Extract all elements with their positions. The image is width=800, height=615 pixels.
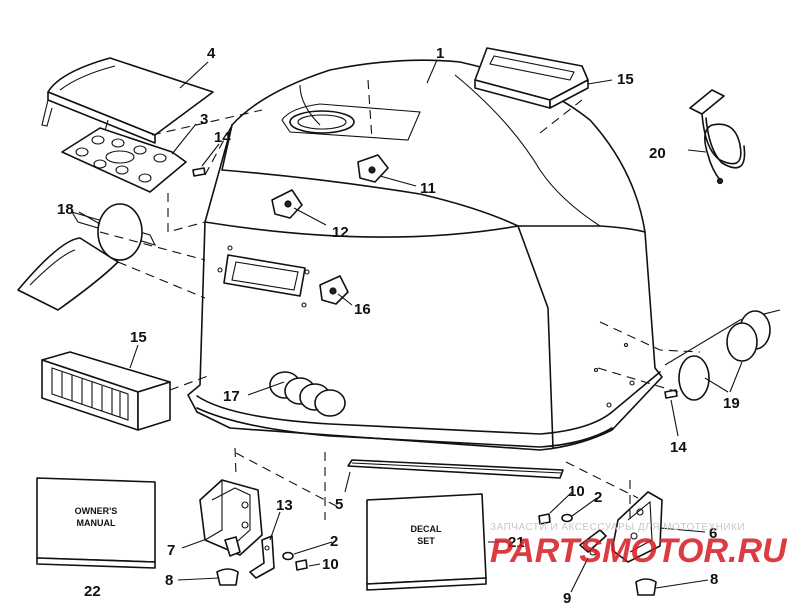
callout-17: 17 (223, 388, 240, 405)
callout-7: 7 (167, 542, 175, 559)
part-10-screw-right (538, 513, 551, 525)
callout-5: 5 (335, 496, 343, 513)
part-19-decal-discs (664, 309, 781, 401)
part-14-screw-left (192, 167, 206, 177)
callout-2-left: 2 (330, 533, 338, 550)
callout-3: 3 (200, 111, 208, 128)
part-10-screw-left (295, 559, 308, 571)
owners-manual-box: OWNER'S MANUAL (36, 477, 156, 569)
part-8-grommet-right (635, 578, 657, 596)
leader-lines (78, 59, 743, 593)
part-4-cover-plate (41, 57, 214, 144)
part-15-lower-vent (41, 351, 171, 431)
callout-10-right: 10 (568, 483, 585, 500)
callout-18: 18 (57, 201, 74, 218)
callout-22: 22 (84, 583, 101, 600)
callout-20: 20 (649, 145, 666, 162)
callout-14-lower: 14 (670, 439, 687, 456)
callout-16: 16 (354, 301, 371, 318)
part-17-disc-decals (269, 371, 346, 417)
callout-13: 13 (276, 497, 293, 514)
engine-cover (187, 59, 663, 451)
callout-19: 19 (723, 395, 740, 412)
watermark-caption: ЗАПЧАСТИ И АКСЕССУАРЫ ДЛЯ МОТОТЕХНИКИ (490, 522, 745, 533)
callout-4: 4 (207, 45, 216, 62)
callout-15-upper: 15 (617, 71, 634, 88)
part-7-bracket (199, 479, 263, 557)
owners-manual-label-line2: MANUAL (77, 518, 116, 528)
part-12-latch (271, 189, 303, 219)
callout-14-upper: 14 (214, 129, 231, 146)
callout-6: 6 (709, 525, 717, 542)
callout-8-left: 8 (165, 572, 173, 589)
part-15-upper-vent (474, 47, 589, 109)
callout-10-left: 10 (322, 556, 339, 573)
callout-12: 12 (332, 224, 349, 241)
watermark: ЗАПЧАСТИ И АКСЕССУАРЫ ДЛЯ МОТОТЕХНИКИ PA… (490, 522, 788, 570)
callout-numbers: 1 4 3 14 15 18 20 11 12 16 15 17 19 14 5… (57, 45, 740, 607)
callout-8-right: 8 (710, 571, 718, 588)
part-9-spring (579, 529, 607, 556)
part-2-washer-left (282, 551, 294, 561)
callout-1: 1 (436, 45, 444, 62)
callout-15-lower: 15 (130, 329, 147, 346)
part-8-grommet-left (216, 568, 239, 586)
part-2-washer-right (561, 513, 573, 523)
part-11-latch (357, 154, 389, 183)
decal-set-box: DECAL SET (366, 493, 487, 591)
callout-21: 21 (508, 534, 525, 551)
callout-2-right: 2 (594, 489, 602, 506)
decal-set-label-line2: SET (417, 536, 435, 546)
owners-manual-label-line1: OWNER'S (75, 506, 118, 516)
watermark-logo: PARTSMOTOR.RU (490, 532, 788, 570)
part-5-seal-strip (347, 459, 564, 479)
part-6-bracket (611, 491, 663, 563)
part-20-cable (689, 89, 746, 185)
assembly-lines (99, 79, 701, 520)
callout-9: 9 (563, 590, 571, 607)
callout-11: 11 (420, 180, 436, 197)
decal-set-label-line1: DECAL (411, 524, 443, 534)
part-3-gasket (61, 127, 187, 193)
part-18-decal (17, 203, 157, 311)
